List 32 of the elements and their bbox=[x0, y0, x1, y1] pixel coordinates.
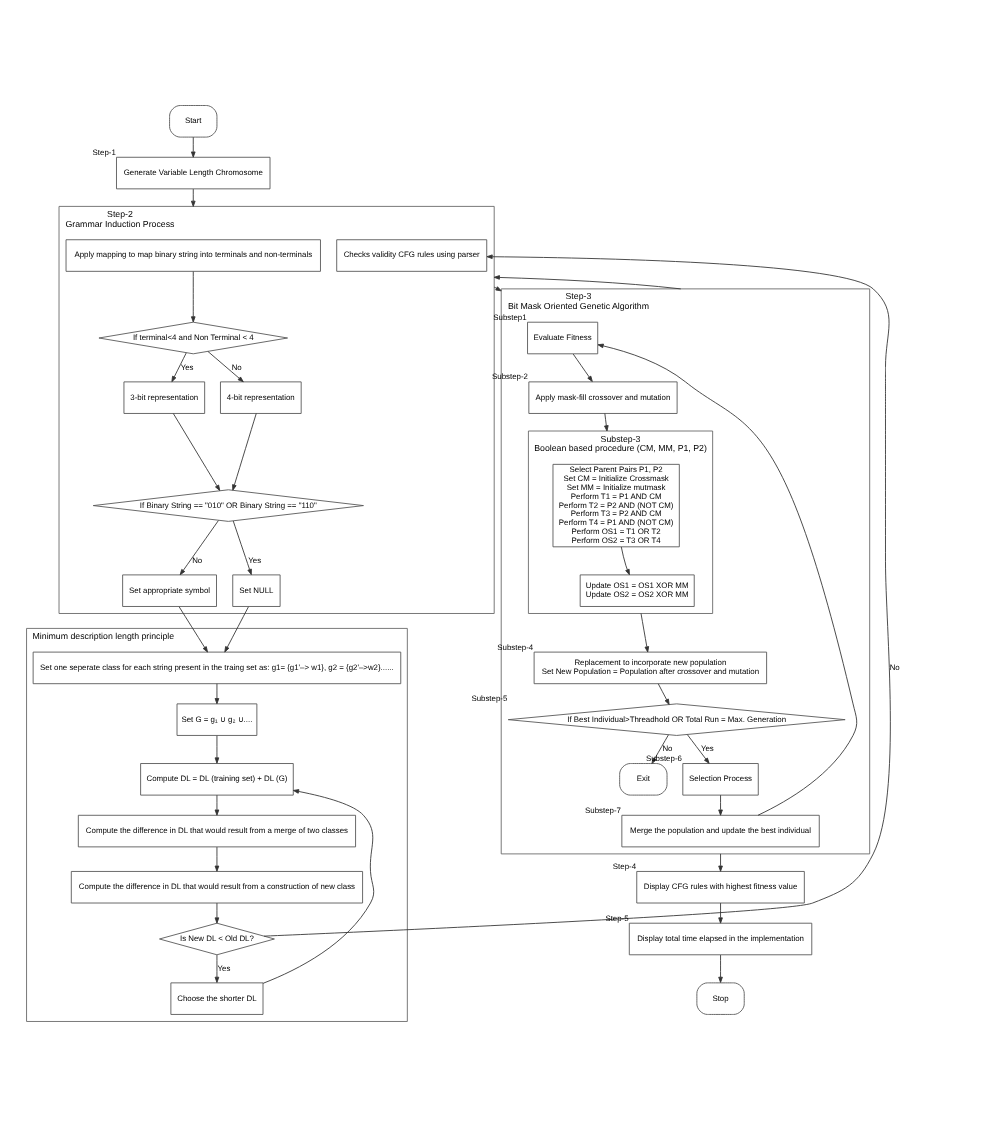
arrow bbox=[191, 136, 196, 158]
arrow bbox=[620, 546, 630, 576]
arrow bbox=[597, 343, 858, 816]
arrow bbox=[214, 954, 220, 983]
arrow bbox=[172, 413, 221, 491]
arrow bbox=[572, 353, 593, 382]
arrow bbox=[493, 275, 682, 290]
arrow bbox=[640, 613, 650, 653]
arrow bbox=[224, 606, 249, 653]
arrow bbox=[718, 853, 723, 872]
arrow bbox=[493, 286, 502, 292]
arrow bbox=[232, 413, 257, 491]
arrow bbox=[214, 735, 220, 764]
arrow bbox=[262, 789, 375, 984]
arrow bbox=[657, 683, 670, 705]
arrow bbox=[214, 902, 220, 924]
arrow bbox=[207, 351, 244, 383]
arrow bbox=[191, 271, 196, 323]
arrow bbox=[214, 794, 220, 816]
arrow bbox=[686, 734, 710, 764]
arrow bbox=[718, 794, 723, 816]
arrow bbox=[171, 352, 187, 383]
arrow bbox=[178, 606, 208, 653]
arrow bbox=[232, 520, 252, 576]
arrow bbox=[179, 520, 219, 576]
arrow bbox=[718, 954, 723, 983]
arrow bbox=[718, 902, 723, 924]
arrow bbox=[263, 254, 891, 937]
arrow bbox=[214, 846, 220, 872]
arrow bbox=[604, 413, 609, 432]
arrow bbox=[214, 683, 220, 705]
arrow bbox=[191, 188, 196, 207]
